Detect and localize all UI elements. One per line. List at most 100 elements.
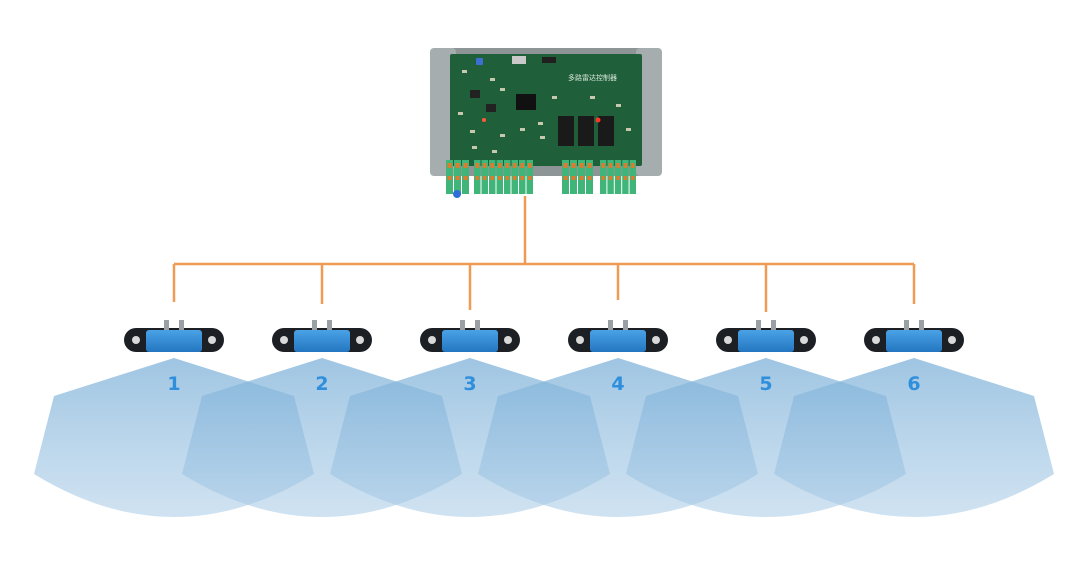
- connector-pin: [919, 320, 924, 330]
- pcb-components: [458, 70, 631, 153]
- terminal-tab: [528, 176, 532, 180]
- connector-pin: [623, 320, 628, 330]
- bus-wiring: [172, 196, 916, 312]
- mount-hole: [132, 336, 140, 344]
- smd-part: [462, 70, 467, 73]
- dip-switch: [542, 57, 556, 63]
- terminal-tab: [455, 163, 460, 168]
- mount-hole: [356, 336, 364, 344]
- controller-case-right-rail: [636, 48, 662, 176]
- terminal-tab: [498, 176, 502, 180]
- terminal-tab: [571, 176, 576, 180]
- sensor-body: [146, 330, 202, 352]
- terminal-tab: [623, 163, 628, 168]
- terminal-tab: [513, 163, 517, 168]
- main-chip: [516, 94, 536, 110]
- connector-pin: [608, 320, 613, 330]
- status-led: [482, 118, 486, 122]
- sensor-label: 5: [759, 373, 772, 395]
- terminal-tab: [631, 163, 635, 168]
- terminal-tab: [455, 176, 460, 180]
- terminal-tab: [447, 176, 452, 180]
- connector-pin: [327, 320, 332, 330]
- terminal-tab: [498, 163, 502, 168]
- terminal-tab: [483, 176, 487, 180]
- terminal-tab: [490, 163, 494, 168]
- smd-part: [626, 128, 631, 131]
- connector-pin: [904, 320, 909, 330]
- mount-hole: [800, 336, 808, 344]
- terminal-tab: [579, 176, 584, 180]
- smd-part: [472, 146, 477, 149]
- terminal-tab: [447, 163, 452, 168]
- ultrasonic-sensor: 3: [420, 320, 520, 395]
- terminal-tab: [475, 176, 479, 180]
- blue-capacitor: [476, 58, 483, 65]
- sensor-label: 3: [463, 373, 476, 395]
- terminal-tab: [520, 176, 524, 180]
- mount-hole: [872, 336, 880, 344]
- terminal-tab: [563, 163, 568, 168]
- terminal-tab: [513, 176, 517, 180]
- board-label: 多路雷达控制器: [568, 73, 617, 82]
- smd-part: [500, 88, 505, 91]
- terminal-tab: [608, 176, 613, 180]
- connector-pin: [475, 320, 480, 330]
- smd-part: [590, 96, 595, 99]
- terminal-tab: [483, 163, 487, 168]
- connector-pin: [756, 320, 761, 330]
- mount-hole: [948, 336, 956, 344]
- terminal-tab: [571, 163, 576, 168]
- terminal-tab: [616, 163, 620, 168]
- mount-hole: [576, 336, 584, 344]
- smd-part: [490, 78, 495, 81]
- terminal-tab: [587, 176, 592, 180]
- terminal-tab: [528, 163, 532, 168]
- sensor-body: [442, 330, 498, 352]
- terminal-tab: [616, 176, 620, 180]
- ultrasonic-sensor: 5: [716, 320, 816, 395]
- relay: [578, 116, 594, 146]
- pcb: [450, 54, 642, 166]
- connector-pin: [460, 320, 465, 330]
- terminal-tab: [475, 163, 479, 168]
- mount-hole: [280, 336, 288, 344]
- terminal-tab: [579, 163, 584, 168]
- terminal-tab: [601, 176, 605, 180]
- smd-part: [470, 130, 475, 133]
- mount-hole: [724, 336, 732, 344]
- smd-part: [540, 136, 545, 139]
- sensor-body: [590, 330, 646, 352]
- terminal-tab: [490, 176, 494, 180]
- sensor-label: 4: [611, 373, 624, 395]
- connector-pin: [164, 320, 169, 330]
- relay: [598, 116, 614, 146]
- terminal-tab: [587, 163, 592, 168]
- terminal-tab: [463, 163, 468, 168]
- controller-case-left-rail: [430, 48, 456, 176]
- terminal-tab: [505, 176, 509, 180]
- terminal-tab: [505, 163, 509, 168]
- terminal-blocks: [446, 160, 636, 194]
- ultrasonic-sensor: 2: [272, 320, 372, 395]
- mount-hole: [504, 336, 512, 344]
- terminal-tab: [631, 176, 635, 180]
- ultrasonic-sensor: 1: [124, 320, 224, 395]
- terminal-tab: [623, 176, 628, 180]
- relay: [558, 116, 574, 146]
- connector-pin: [179, 320, 184, 330]
- chip: [470, 90, 480, 98]
- sensor-body: [886, 330, 942, 352]
- sensor-label: 6: [907, 373, 920, 395]
- ultrasonic-sensor: 4: [568, 320, 668, 395]
- smd-part: [520, 128, 525, 131]
- smd-part: [492, 150, 497, 153]
- mount-hole: [208, 336, 216, 344]
- terminal-tab: [608, 163, 613, 168]
- smd-part: [458, 112, 463, 115]
- smd-part: [538, 122, 543, 125]
- mount-hole: [428, 336, 436, 344]
- mount-hole: [652, 336, 660, 344]
